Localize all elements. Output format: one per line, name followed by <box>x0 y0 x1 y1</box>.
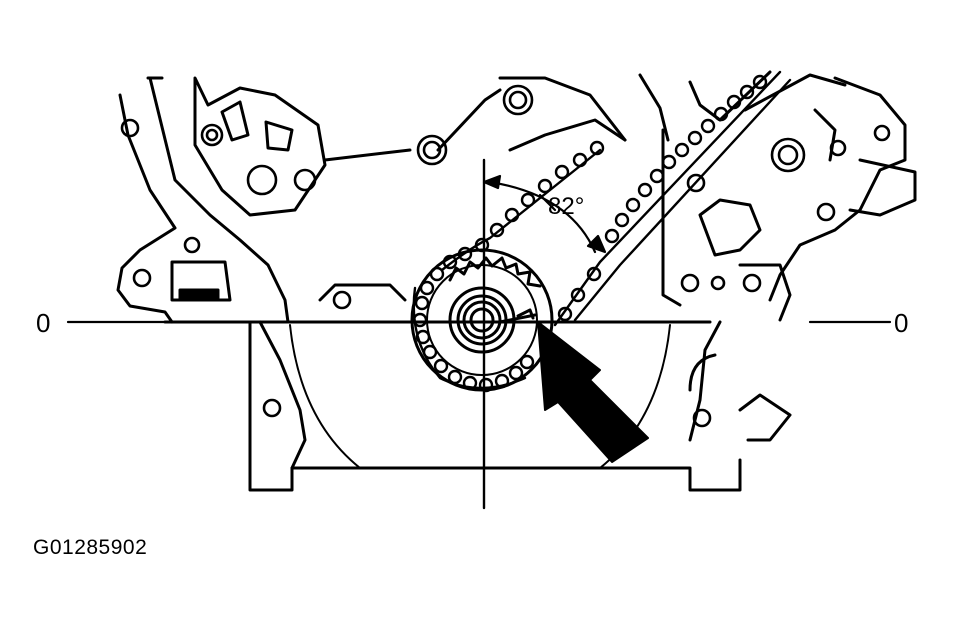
top-housing <box>318 70 847 307</box>
timing-chain <box>412 70 792 393</box>
lower-block <box>163 320 792 492</box>
left-zero-label: 0 <box>36 308 51 338</box>
angle-label: 82° <box>548 193 585 220</box>
right-zero-label: 0 <box>894 308 909 338</box>
bolt-holes <box>120 84 891 428</box>
angle-marker <box>482 174 607 254</box>
right-housing <box>698 76 917 322</box>
figure-id: G01285902 <box>33 536 148 559</box>
pointer-arrow <box>537 321 649 463</box>
left-bracket <box>116 76 327 324</box>
